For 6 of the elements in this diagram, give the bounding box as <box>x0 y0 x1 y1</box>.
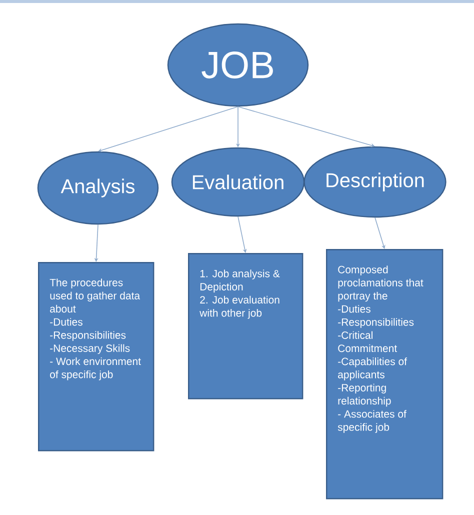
text-box: Composed proclamations that portray the -Duties -Responsibilities -Critical Commitment -Capabilities of applicants -Reporting relationship - Associates of specific job <box>326 249 444 500</box>
text-box: 1. Job analysis & Depiction 2. Job evaluation with other job <box>188 253 304 400</box>
text-box: The procedures used to gather data about -Duties -Responsibilities -Necessary Skills - Work environment of specific job <box>38 262 154 452</box>
arrow <box>238 216 247 253</box>
arrow <box>98 106 238 152</box>
arrow <box>374 217 386 249</box>
